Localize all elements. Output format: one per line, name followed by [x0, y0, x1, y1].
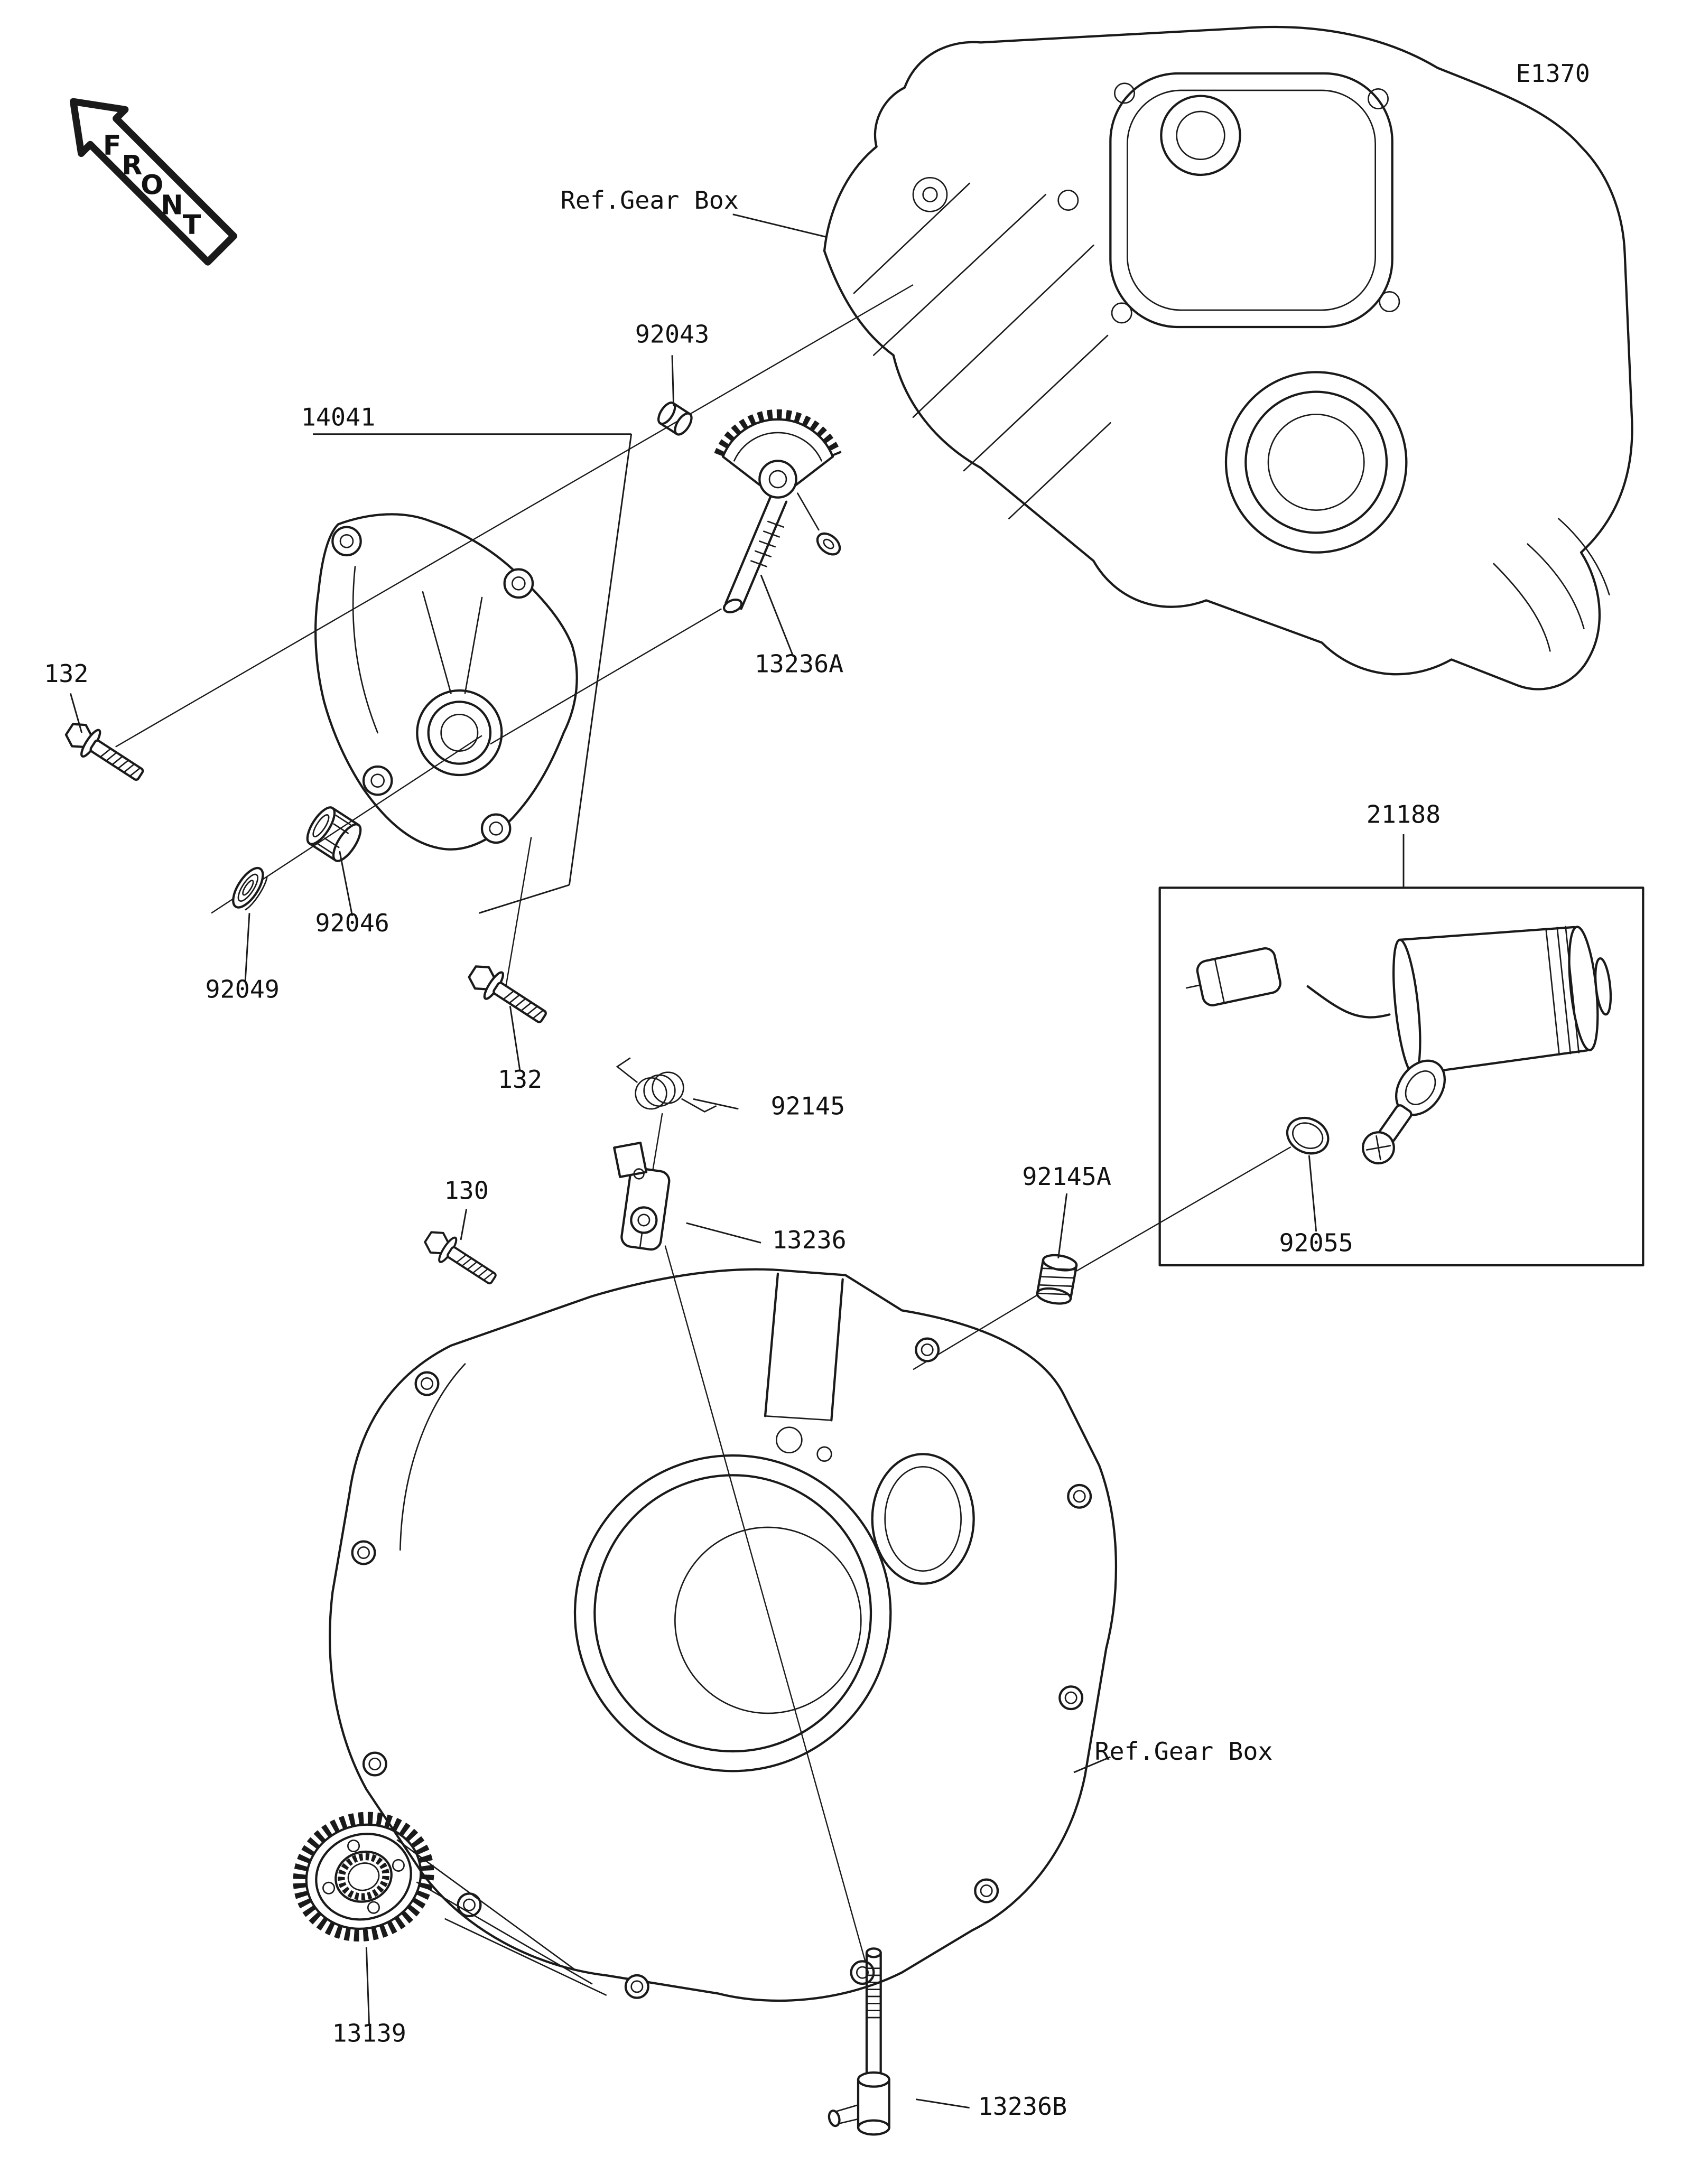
bushing-92043-drawing — [657, 402, 693, 436]
bolt-132b-drawing — [464, 959, 552, 1031]
part-label-13139: 13139 — [332, 2019, 406, 2048]
lower-gearbox-housing-drawing — [329, 1268, 1117, 2002]
front-arrow: F R O N T — [70, 98, 237, 266]
front-letter: O — [141, 170, 163, 201]
solenoid-21188-group — [1158, 886, 1644, 1267]
part-label-132a: 132 — [44, 660, 88, 688]
cover-14041-drawing — [314, 513, 578, 851]
labels: E1370 Ref.Gear Box 92043 14041 13236A 13… — [44, 60, 1590, 2121]
part-label-130: 130 — [444, 1177, 489, 1206]
bolt-130-drawing — [419, 1224, 503, 1293]
page-code: E1370 — [1516, 60, 1590, 88]
shift-shaft-13236b-drawing — [828, 1947, 890, 2136]
gear-hub-13139-drawing — [293, 1812, 434, 1942]
part-label-92145: 92145 — [771, 1093, 845, 1121]
group-bracket-14041 — [313, 433, 633, 914]
part-label-92046: 92046 — [315, 909, 389, 938]
part-label-14041: 14041 — [301, 404, 375, 432]
front-letter: R — [122, 150, 142, 181]
upper-gearbox-housing-drawing — [823, 25, 1633, 690]
part-label-92055: 92055 — [1279, 1229, 1353, 1257]
front-letter: N — [161, 189, 183, 220]
leader-lines — [69, 213, 1405, 2109]
oil-seal-92049-drawing — [232, 867, 268, 911]
ref-gearbox-label-bottom: Ref.Gear Box — [1094, 1738, 1272, 1766]
part-label-13236a: 13236A — [755, 650, 844, 678]
part-label-13236b: 13236B — [978, 2093, 1067, 2121]
part-label-92049: 92049 — [205, 975, 279, 1004]
part-label-132b: 132 — [498, 1066, 542, 1094]
part-label-13236: 13236 — [772, 1226, 846, 1255]
front-letter: F — [103, 129, 122, 161]
part-label-92043: 92043 — [635, 320, 709, 349]
needle-bearing-92046-drawing — [306, 806, 362, 862]
shift-sector-13236a-drawing — [714, 409, 842, 613]
assembly-axis-lines — [115, 284, 1292, 1962]
spring-plug-92145a-drawing — [1036, 1254, 1078, 1305]
ref-gearbox-label-top: Ref.Gear Box — [561, 186, 739, 215]
change-lever-13236-drawing — [613, 1142, 671, 1251]
bolt-132a-drawing — [61, 716, 148, 788]
torsion-spring-92145-drawing — [616, 1057, 717, 1113]
part-label-92145a: 92145A — [1022, 1163, 1111, 1191]
front-letter: T — [183, 209, 201, 240]
part-label-21188: 21188 — [1367, 801, 1441, 829]
